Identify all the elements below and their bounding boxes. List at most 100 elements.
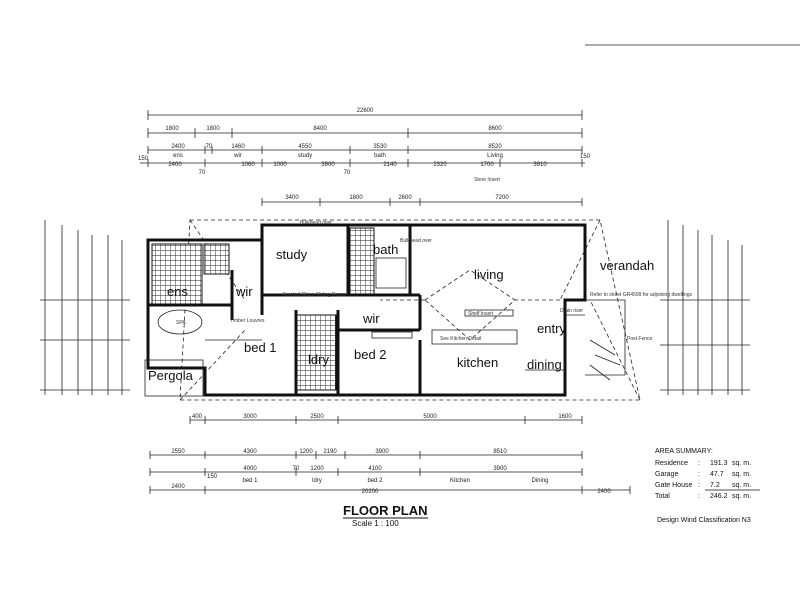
room-dining: dining [527, 357, 562, 372]
room-living: living [474, 267, 504, 282]
room-bed-1: bed 1 [244, 340, 277, 355]
dim-top-row2-2: 8400 [313, 126, 327, 132]
dim-bottom-label-ldry: ldry [312, 478, 322, 484]
dim-top-row2-0: 1800 [165, 126, 179, 132]
dim-top-label-wir: wir [233, 153, 242, 159]
room-labels: study bath living verandah ens wir wir b… [148, 242, 654, 383]
room-study: study [276, 247, 308, 262]
dim-top-row5-3: 7200 [495, 195, 509, 201]
dim-top-row2-1: 1800 [206, 126, 220, 132]
area-value-residence: 191.3 [710, 460, 728, 467]
area-unit-residence: sq. m. [732, 460, 751, 467]
dim-bottom-right: 2400 [597, 489, 611, 495]
room-entry: entry [537, 321, 566, 336]
area-label-garage: Garage [655, 471, 678, 478]
dim-top-row4-10: 3910 [533, 162, 547, 168]
dim-bottom-row3-1: 70 [293, 466, 300, 472]
bulkhead-note-1: Bulkhead over [300, 220, 332, 226]
dim-bottom-label-kitchen: Kitchen [450, 478, 470, 484]
dim-bottom-row1-3: 5000 [423, 414, 437, 420]
svg-text::: : [698, 460, 700, 467]
dim-top-row2-3: 8600 [488, 126, 502, 132]
svg-text::: : [698, 471, 700, 478]
dim-top-label-living: Living [487, 153, 503, 159]
dim-top-label-ens: ens [173, 153, 183, 159]
dim-bottom-row3-2: 1200 [310, 466, 324, 472]
room-bath: bath [373, 242, 398, 257]
dim-top-row4-8: 2320 [433, 162, 447, 168]
room-ldry: ldry [308, 352, 329, 367]
dim-top-row3-0: 2400 [171, 144, 185, 150]
dim-bottom-edge: 150 [207, 474, 218, 480]
plan-scale: Scale 1 : 100 [352, 519, 399, 528]
dim-bottom-row2-4: 3900 [375, 449, 389, 455]
dim-bottom-row2-1: 4300 [243, 449, 257, 455]
dim-top-row4-3: 1060 [241, 162, 255, 168]
dim-bottom-row2-3: 2190 [323, 449, 337, 455]
shelf-note: Shelf Insert [468, 311, 494, 317]
side-dimension-lines [40, 220, 750, 395]
area-heading: AREA SUMMARY: [655, 448, 713, 455]
bulkhead-note-2: Bulkhead over [400, 238, 432, 244]
dim-bottom-row3-3: 4100 [368, 466, 382, 472]
dim-top-row4-11: 150 [580, 154, 591, 160]
dim-bottom-left: 2400 [171, 484, 185, 490]
area-value-gatehouse: 7.2 [710, 482, 720, 489]
area-summary: AREA SUMMARY: Residence : 191.3 sq. m. G… [655, 448, 760, 500]
dim-top-row4-1: 2400 [168, 162, 182, 168]
svg-text::: : [698, 493, 700, 500]
room-wir-1: wir [235, 284, 253, 299]
dim-top-label-study: study [298, 153, 312, 159]
area-label-residence: Residence [655, 460, 688, 467]
area-unit-gatehouse: sq. m. [732, 482, 751, 489]
dim-bottom-overall: 20200 [362, 489, 379, 495]
dim-bottom-row3-4: 3900 [493, 466, 507, 472]
dim-bottom-row2-2: 1200 [299, 449, 313, 455]
room-kitchen: kitchen [457, 355, 498, 370]
area-label-gatehouse: Gate House [655, 482, 692, 489]
dim-bottom-row1-1: 3000 [243, 414, 257, 420]
room-ens: ens [167, 284, 188, 299]
dim-top-label-bath: bath [374, 153, 386, 159]
dim-top-row3-4: 3530 [373, 144, 387, 150]
dim-top-row3-5: 8520 [488, 144, 502, 150]
building: SPA Frosted Glass Sliding Doors See Kitc… [144, 219, 693, 401]
post-fence-note: Post Fence [627, 336, 653, 342]
bottom-dimension-lines: 400 3000 2500 5000 1600 2550 4300 1200 2… [149, 414, 631, 495]
area-label-total: Total [655, 493, 670, 500]
area-unit-total: sq. m. [732, 493, 751, 500]
refer-note: Refer to sheet GR4599 for adjoining dwel… [590, 292, 693, 298]
area-unit-garage: sq. m. [732, 471, 751, 478]
dim-top-row4-2: 70 [199, 170, 206, 176]
dim-bottom-row3-0: 4000 [243, 466, 257, 472]
dim-bottom-label-bed2: bed 2 [367, 478, 383, 484]
timber-louvres-note: Timber Louvres [230, 318, 265, 324]
dim-top-row3-1: 70 [206, 144, 213, 150]
svg-text::: : [698, 482, 700, 489]
dim-top-row4-7: 2140 [383, 162, 397, 168]
dim-top-row5-1: 1800 [349, 195, 363, 201]
dim-top-row5-2: 2600 [398, 195, 412, 201]
room-wir-2: wir [362, 311, 380, 326]
dim-bottom-row1-2: 2500 [310, 414, 324, 420]
dim-bottom-row1-4: 1600 [558, 414, 572, 420]
drain-note: Drain riser [560, 308, 583, 314]
dim-top-row4-5: 3900 [321, 162, 335, 168]
area-value-total: 246.2 [710, 493, 728, 500]
wind-classification: Design Wind Classification N3 [657, 517, 751, 524]
dim-bottom-row2-5: 8510 [493, 449, 507, 455]
sliding-doors-note: Frosted Glass Sliding Doors [283, 292, 346, 298]
dim-overall-top: 22600 [357, 108, 374, 114]
dim-bottom-row2-0: 2550 [171, 449, 185, 455]
area-value-garage: 47.7 [710, 471, 724, 478]
kitchen-detail-note: See Kitchen Detail [440, 336, 481, 342]
dim-top-row4-0: 150 [138, 156, 149, 162]
top-dimension-lines: 22600 1800 1800 8400 8600 2400 70 1460 4… [138, 108, 591, 206]
dim-top-row3-3: 4550 [298, 144, 312, 150]
dim-bottom-label-dining: Dining [531, 478, 548, 484]
dim-top-store: Store Insert [474, 177, 500, 183]
dim-top-row4-9: 1700 [480, 162, 494, 168]
dim-top-row4-6: 70 [344, 170, 351, 176]
room-verandah: verandah [600, 258, 654, 273]
